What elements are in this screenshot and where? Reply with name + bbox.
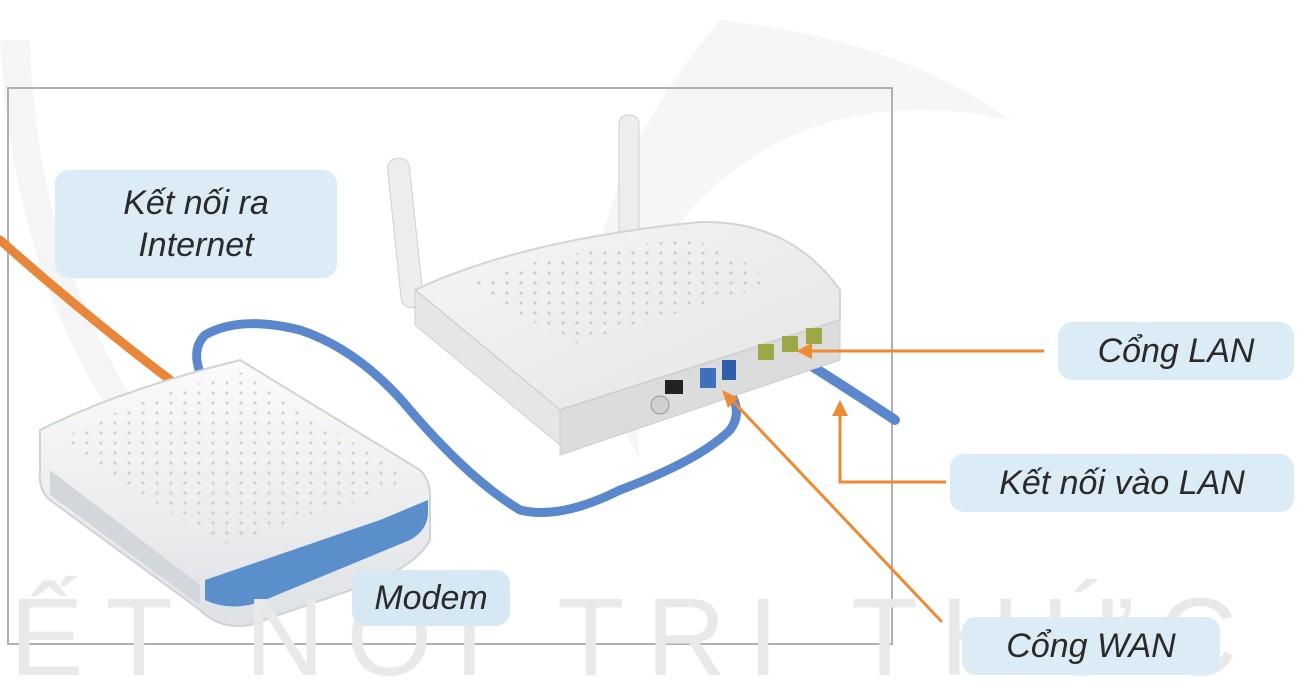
- callout-line-wan-port: [726, 394, 944, 624]
- callout-arrowheads: [722, 343, 848, 416]
- internet-label-line2: Internet: [138, 226, 254, 264]
- photo-frame: [7, 87, 893, 645]
- arrowhead-wan-port: [722, 390, 738, 408]
- modem-device: [38, 358, 431, 627]
- lan-cable: [797, 355, 900, 425]
- callout-lines: [726, 349, 1044, 624]
- router-antennas: [387, 114, 640, 309]
- lan-port-label: Cổng LAN: [1058, 322, 1294, 380]
- router-device: [413, 220, 841, 456]
- internet-cable: [0, 235, 195, 400]
- arrowhead-lan-port: [796, 343, 812, 359]
- internet-label-line1: Kết nối ra: [123, 183, 269, 222]
- arrowhead-lan-connection: [832, 400, 848, 416]
- modem-router-cable: [192, 319, 741, 517]
- internet-connection-label: Kết nối ra Internet: [55, 170, 337, 278]
- modem-label: Modem: [352, 570, 510, 626]
- background-logo-watermark: [0, 20, 1010, 600]
- lan-connection-label: Kết nối vào LAN: [950, 454, 1294, 512]
- wan-port-label: Cổng WAN: [962, 617, 1220, 675]
- callout-line-lan-connection: [838, 410, 946, 484]
